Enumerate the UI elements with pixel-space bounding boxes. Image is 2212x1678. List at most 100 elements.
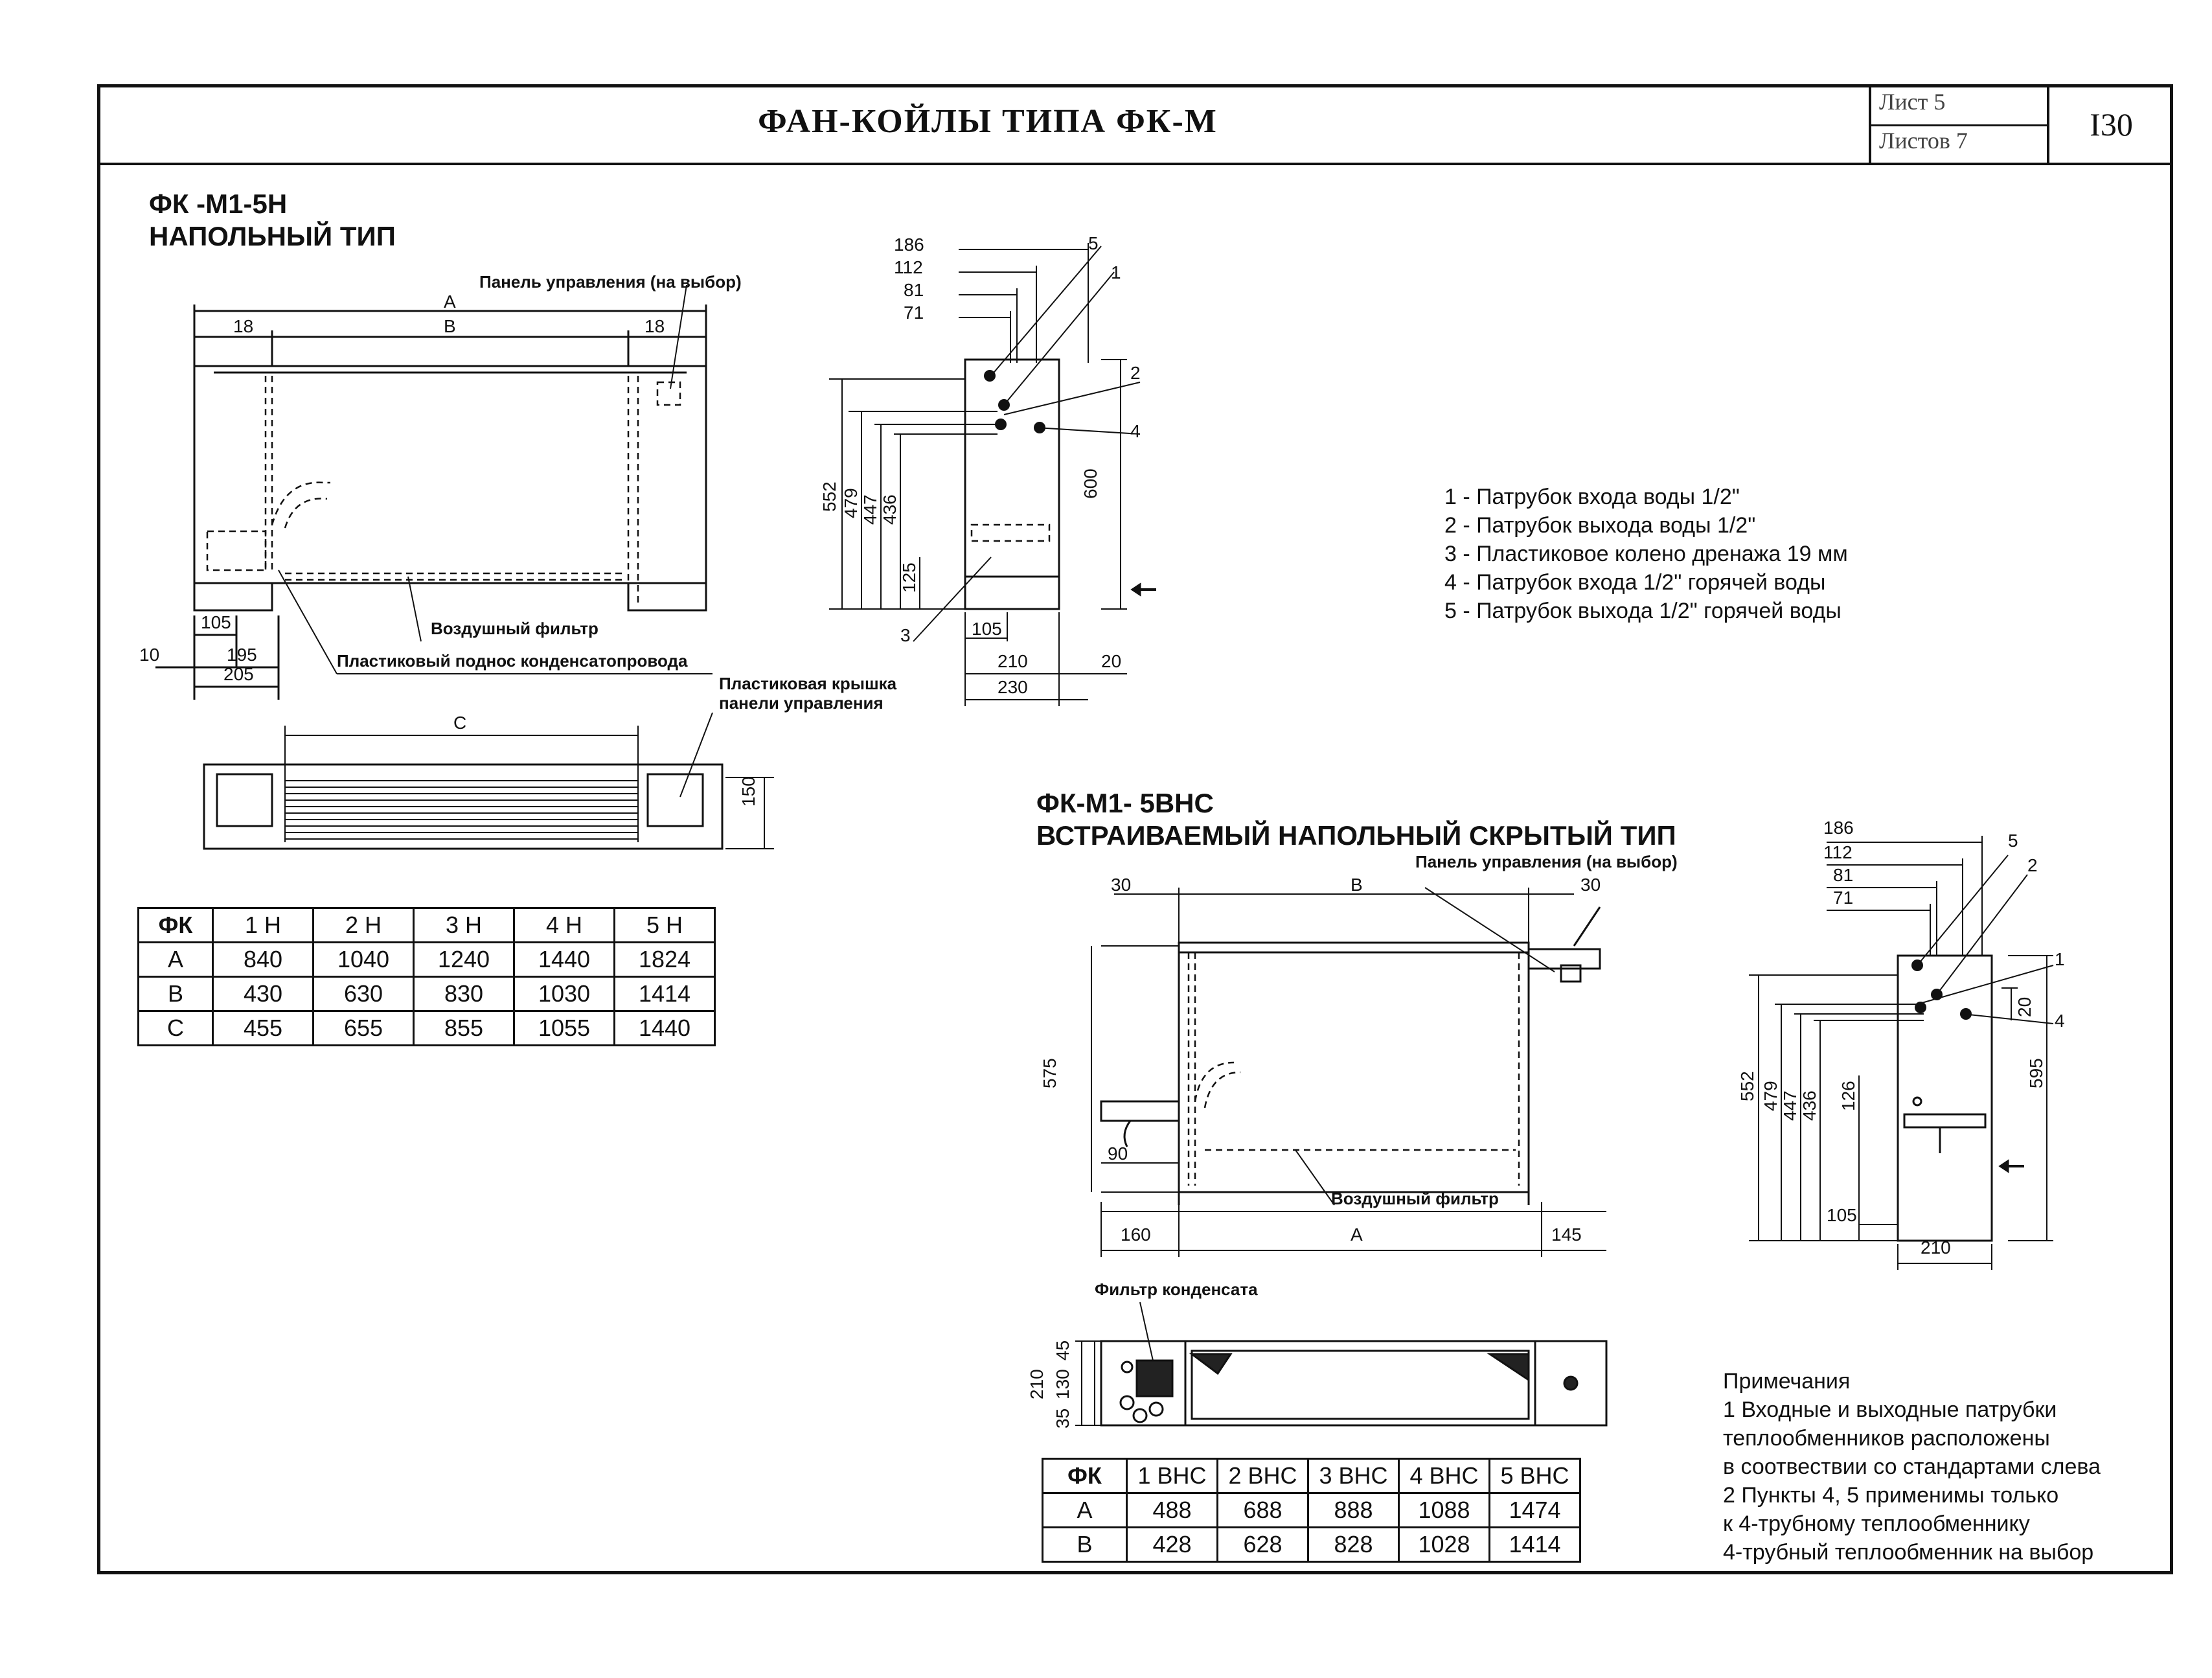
table-row: A 488 688 888 1088 1474: [1042, 1492, 1581, 1528]
dim-a-2: A: [1351, 1224, 1363, 1245]
drawing-frame: [97, 84, 2173, 1574]
unit1-left-foot: [193, 582, 273, 612]
side2-552: 552: [1737, 1071, 1757, 1101]
sheet-label: Лист 5: [1879, 89, 1946, 115]
air-filter-label-1: Воздушный фильтр: [431, 619, 599, 638]
side1-81: 81: [904, 280, 924, 300]
notes-block: Примечания 1 Входные и выходные патрубки…: [1723, 1367, 2101, 1567]
dim-b-2: B: [1351, 875, 1363, 895]
dim-18b: 18: [644, 316, 665, 336]
section1-heading-type: НАПОЛЬНЫЙ ТИП: [149, 221, 396, 251]
legend-item-5: 5 - Патрубок выхода 1/2" горячей воды: [1444, 599, 1841, 623]
table-row: ФК 1 ВНС 2 ВНС 3 ВНС 4 ВНС 5 ВНС: [1042, 1458, 1581, 1494]
side1-125: 125: [899, 562, 919, 593]
side2-186: 186: [1823, 818, 1854, 838]
side2-71: 71: [1833, 888, 1854, 908]
dim-90: 90: [1108, 1144, 1128, 1164]
dimensions-table-1: ФК 1 Н 2 Н 3 Н 4 Н 5 Н A 840 1040 1240 1…: [137, 907, 716, 1046]
notes-line: 2 Пункты 4, 5 применимы только: [1723, 1483, 2059, 1508]
page-number: I30: [2047, 84, 2173, 165]
dim-30b: 30: [1580, 875, 1601, 895]
side1-436: 436: [880, 494, 900, 525]
side2-126: 126: [1838, 1081, 1858, 1111]
notes-line: теплообменников расположены: [1723, 1426, 2050, 1451]
legend-item-2: 2 - Патрубок выхода воды 1/2": [1444, 513, 1756, 538]
dim-150: 150: [738, 776, 758, 807]
dim-35: 35: [1053, 1408, 1073, 1429]
unit1-right-foot: [627, 582, 707, 612]
section2-heading-model: ФК-М1- 5ВНС: [1036, 788, 1214, 818]
callout-3-a: 3: [900, 625, 911, 645]
callout-5-b: 5: [2008, 831, 2018, 851]
cover-label-line2: панели управления: [719, 693, 884, 713]
table-row: A 840 1040 1240 1440 1824: [137, 941, 716, 978]
callout-4-b: 4: [2055, 1011, 2065, 1031]
callout-5-a: 5: [1088, 233, 1099, 253]
side1-112: 112: [894, 257, 923, 277]
side2-210: 210: [1921, 1237, 1951, 1258]
dim-10: 10: [139, 645, 160, 665]
side2-81: 81: [1833, 865, 1854, 885]
panel-label-2: Панель управления (на выбор): [1415, 852, 1678, 871]
condensate-filter-label: Фильтр конденсата: [1095, 1280, 1258, 1299]
side1-479: 479: [841, 488, 861, 518]
side2-112: 112: [1823, 842, 1853, 862]
cover-label-line1: Пластиковая крышка: [719, 674, 897, 693]
dim-575: 575: [1040, 1058, 1060, 1088]
side1-552: 552: [819, 481, 839, 512]
legend-item-1: 1 - Патрубок входа воды 1/2": [1444, 485, 1740, 509]
side1-20: 20: [1101, 651, 1122, 671]
dimensions-table-2: ФК 1 ВНС 2 ВНС 3 ВНС 4 ВНС 5 ВНС A 488 6…: [1042, 1458, 1581, 1563]
unit1-side-body: [964, 358, 1060, 610]
side1-447: 447: [860, 494, 880, 525]
dim-18a: 18: [233, 316, 254, 336]
side1-210: 210: [998, 651, 1028, 671]
unit2-front-body: [1178, 941, 1530, 1193]
notes-line: в соотвествии со стандартами слева: [1723, 1454, 2101, 1479]
dim-210-2: 210: [1027, 1369, 1047, 1399]
dim-30a: 30: [1111, 875, 1132, 895]
unit1-top-body: [203, 763, 724, 850]
dim-b-1: B: [444, 316, 456, 336]
notes-line: к 4-трубному теплообменнику: [1723, 1511, 2030, 1536]
side1-230: 230: [998, 677, 1028, 697]
side2-595: 595: [2026, 1058, 2046, 1088]
sheet-info-box: Лист 5 Листов 7: [1869, 84, 2049, 165]
side1-186: 186: [894, 235, 924, 255]
side1-105: 105: [972, 619, 1002, 639]
legend-list: 1 - Патрубок входа воды 1/2" 2 - Патрубо…: [1444, 483, 1848, 625]
unit2-top-body: [1100, 1340, 1608, 1427]
side1-71: 71: [904, 303, 924, 323]
dim-145: 145: [1551, 1224, 1582, 1245]
callout-2-a: 2: [1130, 363, 1141, 383]
table-row: B 428 628 828 1028 1414: [1042, 1526, 1581, 1563]
callout-2-b: 2: [2027, 855, 2038, 875]
notes-title: Примечания: [1723, 1369, 1851, 1394]
tray-label: Пластиковый поднос конденсатопровода: [337, 651, 688, 671]
dim-205: 205: [223, 664, 254, 684]
side2-436: 436: [1799, 1090, 1819, 1121]
dim-a-1: A: [444, 292, 456, 312]
drawing-title: ФАН-КОЙЛЫ ТИПА ФК-М: [758, 103, 1218, 140]
dim-c: C: [453, 713, 467, 733]
side2-479: 479: [1761, 1081, 1781, 1111]
legend-item-3: 3 - Пластиковое колено дренажа 19 мм: [1444, 542, 1848, 566]
table-row: C 455 655 855 1055 1440: [137, 1010, 716, 1046]
dim-195: 195: [227, 645, 257, 665]
callout-4-a: 4: [1130, 421, 1141, 441]
callout-1-b: 1: [2055, 949, 2065, 969]
title-block: ФАН-КОЙЛЫ ТИПА ФК-М Лист 5 Листов 7 I30: [97, 84, 2173, 165]
side2-20: 20: [2014, 996, 2035, 1017]
unit1-front-body: [193, 365, 707, 584]
notes-line: 1 Входные и выходные патрубки: [1723, 1397, 2057, 1422]
dim-130: 130: [1053, 1369, 1073, 1399]
unit2-side-body: [1897, 954, 1993, 1242]
side2-447: 447: [1780, 1090, 1800, 1121]
table-row: ФК 1 Н 2 Н 3 Н 4 Н 5 Н: [137, 907, 716, 943]
section1-heading-model: ФК -М1-5Н: [149, 189, 288, 219]
notes-line: 4-трубный теплообменник на выбор: [1723, 1540, 2094, 1565]
air-filter-label-2: Воздушный фильтр: [1331, 1189, 1499, 1208]
dim-105: 105: [201, 612, 231, 632]
legend-item-4: 4 - Патрубок входа 1/2" горячей воды: [1444, 570, 1826, 595]
